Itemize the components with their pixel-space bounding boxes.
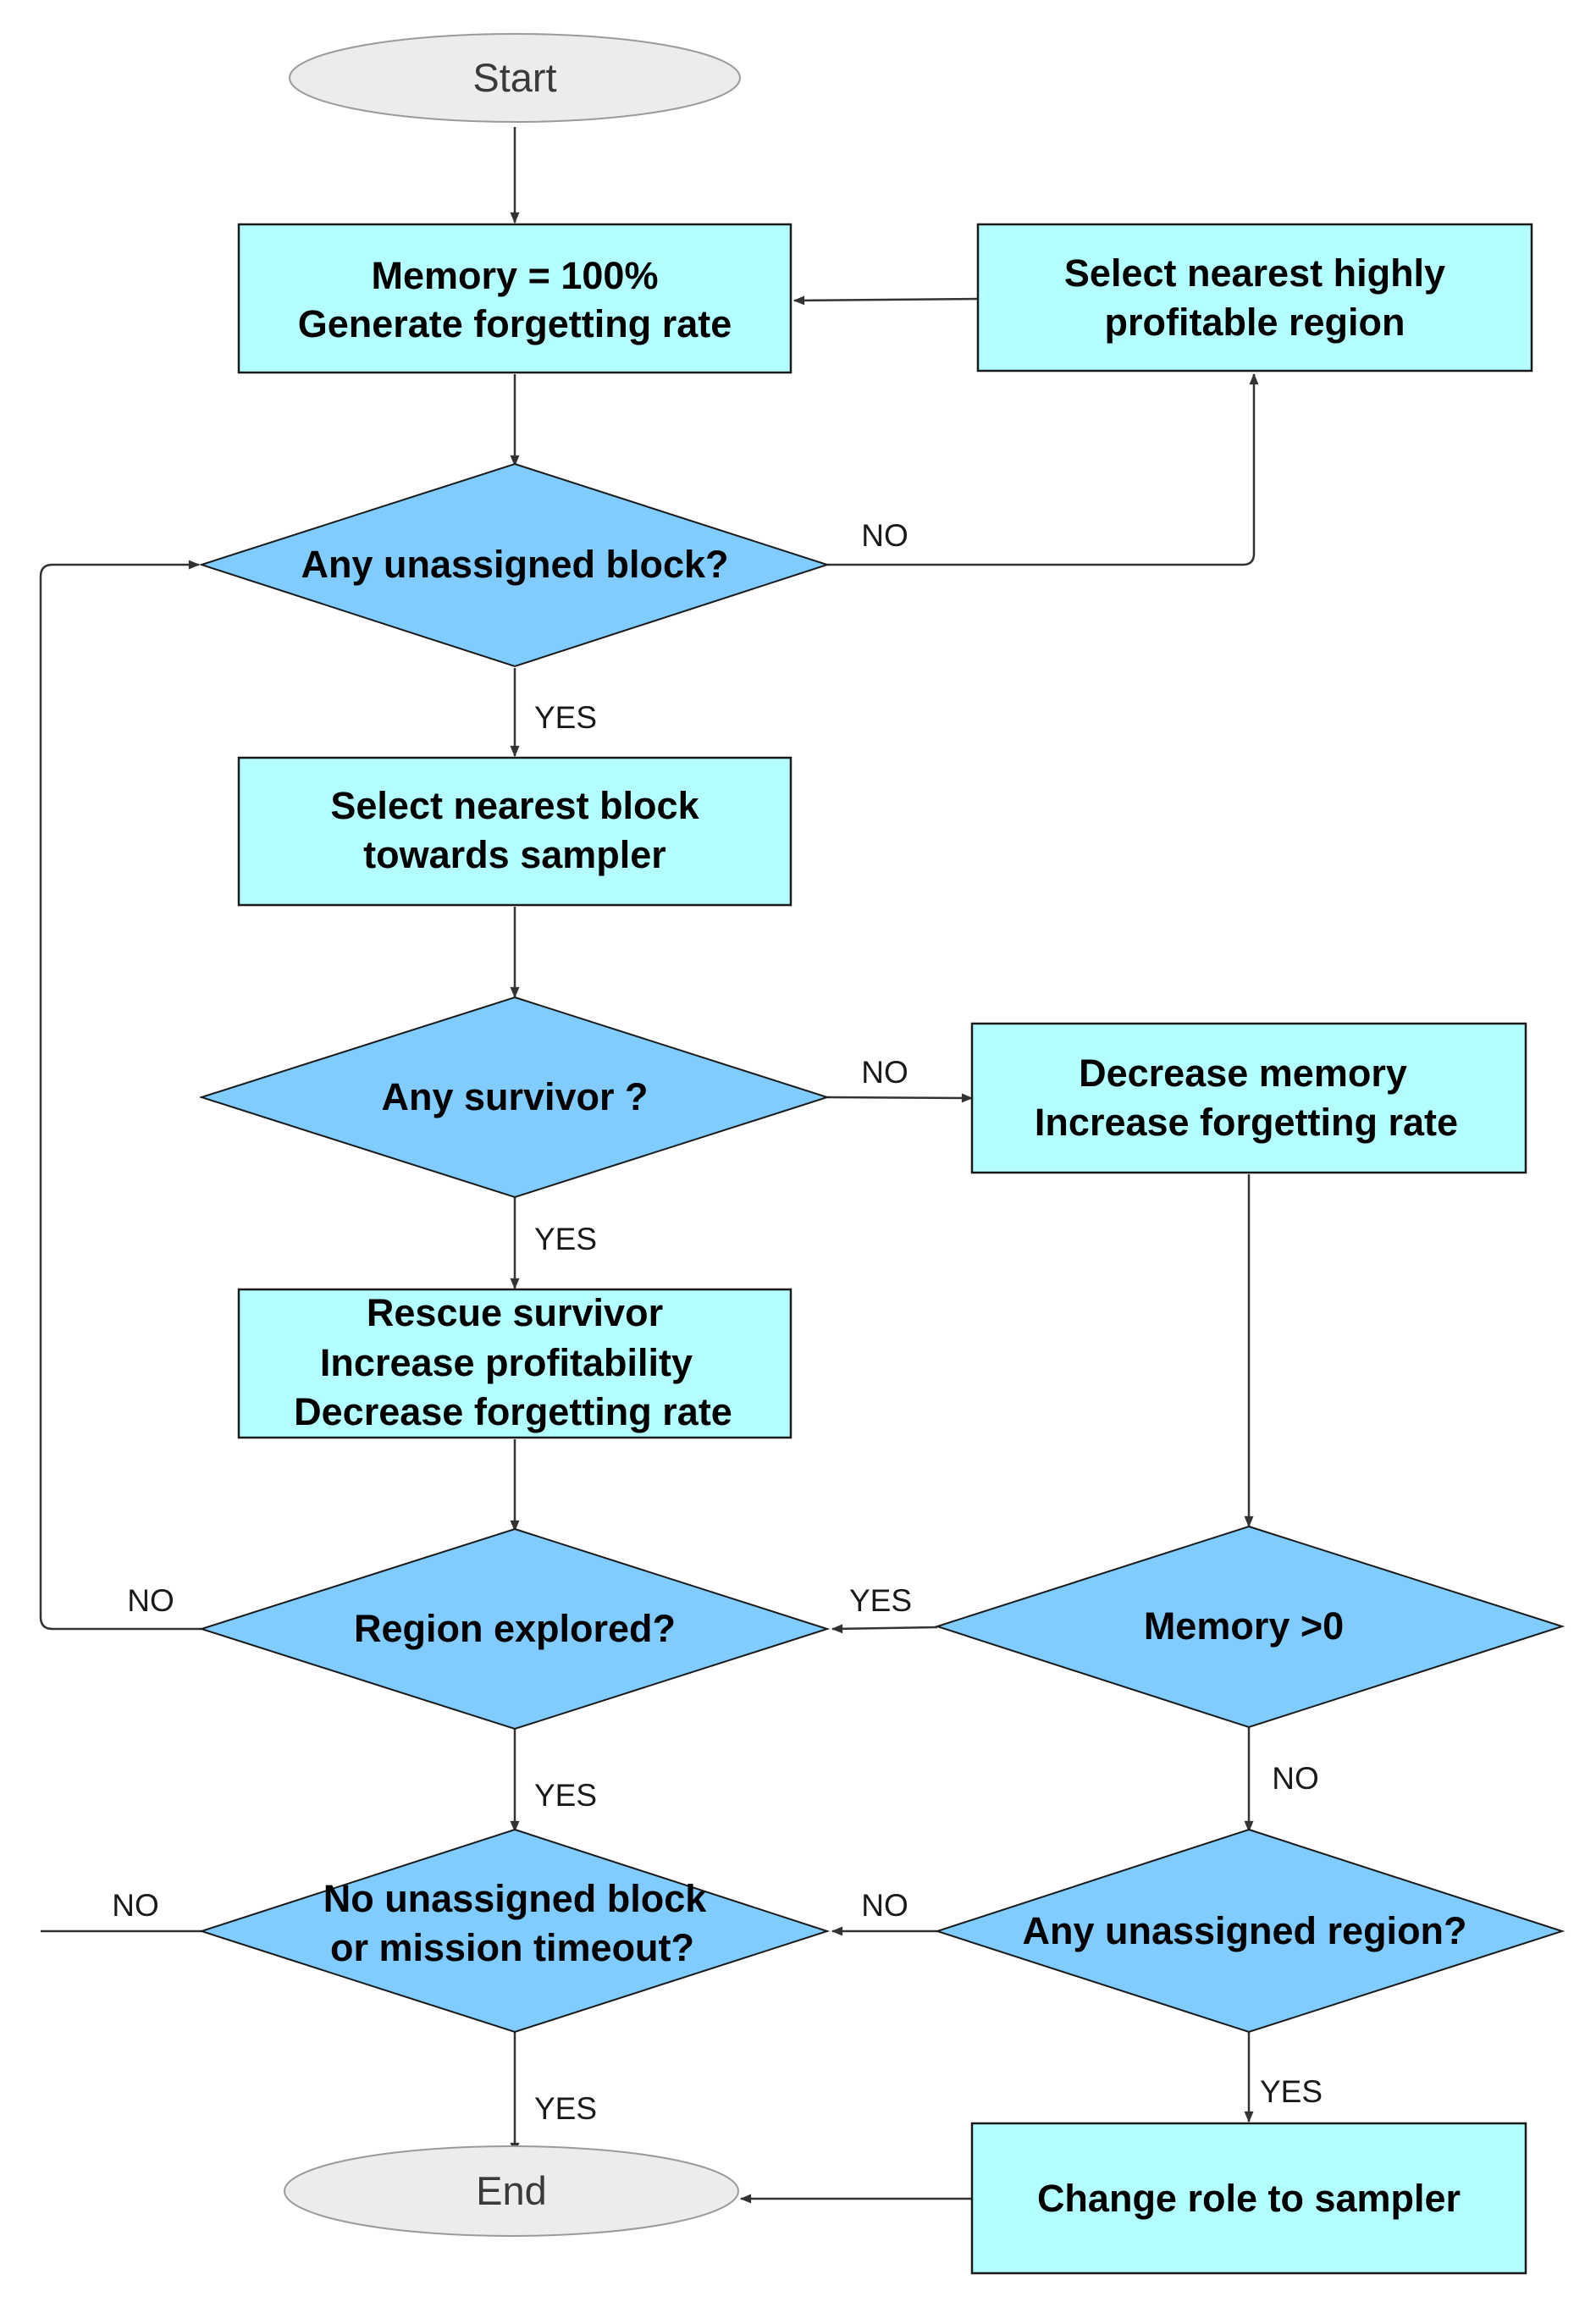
label-no-region-explored: NO [127,1583,174,1618]
unassigned-block-diamond [198,462,831,668]
no-unassigned-line-2: or mission timeout? [330,1926,694,1969]
change-role-line-1: Change role to sampler [1037,2177,1461,2220]
edge-unassigned-block-no-to-select-region [827,373,1259,566]
rescue-box: Rescue survivor Increase profitability D… [237,1288,792,1439]
unassigned-region-diamond [934,1828,1566,2034]
decrease-memory-box: Decrease memory Increase forgetting rate [970,1022,1527,1174]
memory-init-box: Memory = 100% Generate forgetting rate [237,223,792,374]
select-region-line-1: Select nearest highly [1064,251,1445,295]
unassigned-region-line-1: Any unassigned region? [1022,1909,1466,1952]
decrease-memory-line-1: Decrease memory [1079,1052,1407,1095]
unassigned-block-decision: Any unassigned block? [198,462,831,668]
label-no-no-unassigned: NO [112,1888,159,1923]
no-unassigned-line-1: No unassigned block [323,1877,708,1920]
end-terminal: End [284,2145,739,2237]
label-yes-unassigned-block: YES [534,700,597,735]
edges [39,127,1259,2204]
unassigned-block-line-1: Any unassigned block? [301,543,728,586]
survivor-diamond [198,996,831,1199]
change-role-box: Change role to sampler [970,2122,1527,2275]
label-no-survivor: NO [861,1055,908,1090]
label-yes-unassigned-region: YES [1260,2074,1323,2109]
region-explored-diamond [198,1527,831,1731]
label-no-unassigned-block: NO [861,518,908,553]
select-block-rect [237,756,792,907]
select-region-line-2: profitable region [1104,301,1405,344]
memory-init-line-1: Memory = 100% [372,254,659,297]
label-yes-no-unassigned: YES [534,2091,597,2126]
start-terminal: Start [289,33,741,123]
label-yes-region-explored: YES [534,1778,597,1813]
decrease-memory-rect [970,1022,1527,1174]
change-role-rect [970,2122,1527,2275]
memory-gt0-decision: Memory >0 [934,1525,1566,1729]
memory-init-line-2: Generate forgetting rate [298,302,732,345]
end-ellipse [284,2145,739,2237]
survivor-decision: Any survivor ? [198,996,831,1199]
decrease-memory-line-2: Increase forgetting rate [1035,1101,1458,1144]
edge-memory-gt0-yes-to-region-explored [831,1624,938,1634]
label-no-memory-gt0: NO [1272,1761,1319,1796]
end-label: End [476,2168,547,2213]
edge-labels: NO YES NO YES YES NO YES NO NO NO YES YE… [112,518,1323,2126]
edge-survivor-no-to-decrease-memory [826,1093,974,1103]
memory-gt0-line-1: Memory >0 [1144,1604,1344,1648]
region-explored-decision: Region explored? [198,1527,831,1731]
no-unassigned-diamond [198,1828,831,2034]
memory-init-rect [237,223,792,374]
label-no-unassigned-region: NO [861,1888,908,1923]
edge-region-explored-no-loop [39,560,202,1631]
rescue-line-1: Rescue survivor [367,1291,663,1334]
label-yes-memory-gt0: YES [849,1583,912,1618]
select-block-line-1: Select nearest block [330,784,699,827]
select-region-box: Select nearest highly profitable region [976,223,1533,373]
survivor-line-1: Any survivor ? [381,1075,648,1118]
region-explored-line-1: Region explored? [354,1607,676,1650]
select-block-box: Select nearest block towards sampler [237,756,792,907]
rescue-line-3: Decrease forgetting rate [294,1390,732,1433]
no-unassigned-decision: No unassigned block or mission timeout? [198,1828,831,2034]
start-label: Start [472,55,556,100]
select-region-rect [976,223,1533,373]
unassigned-region-decision: Any unassigned region? [934,1828,1566,2034]
select-block-line-2: towards sampler [363,833,666,876]
edge-select-region-to-memory [792,295,979,306]
memory-gt0-diamond [934,1525,1566,1729]
rescue-rect [237,1288,792,1439]
rescue-line-2: Increase profitability [320,1341,693,1384]
start-ellipse [289,33,741,123]
label-yes-survivor: YES [534,1222,597,1256]
